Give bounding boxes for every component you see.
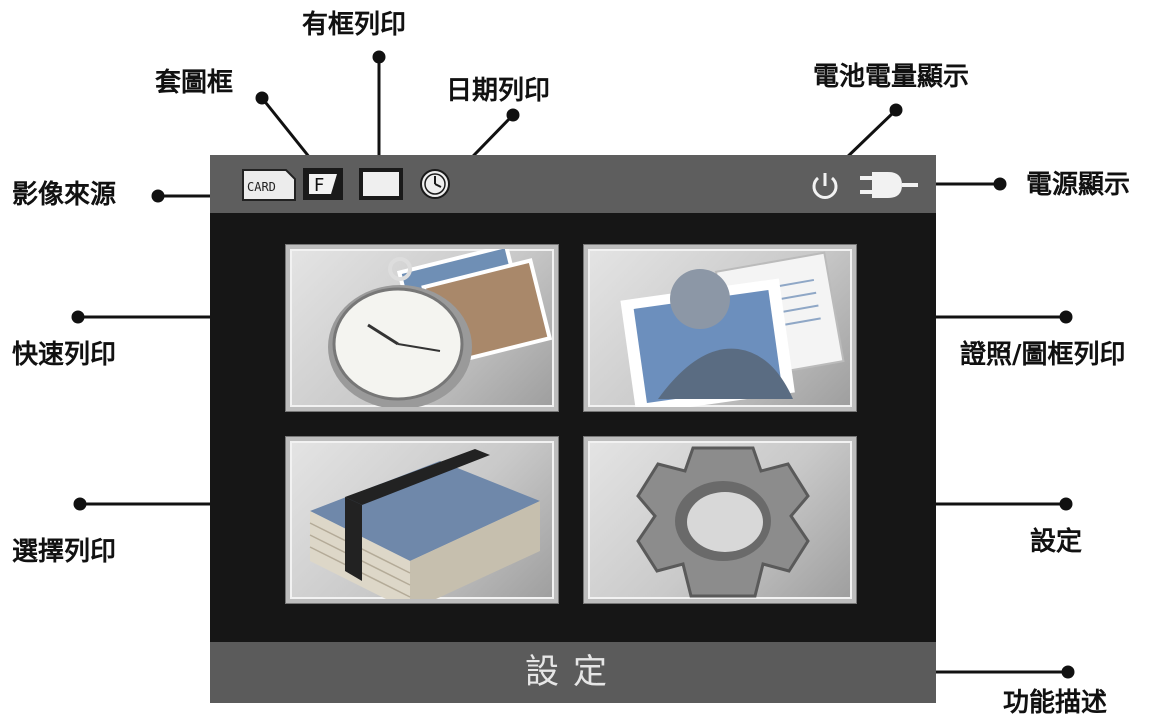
- id-photo-icon: [620, 251, 845, 407]
- select-print-tile[interactable]: [286, 437, 558, 603]
- gear-icon: [636, 446, 810, 598]
- bordered-print-icon: [359, 168, 403, 200]
- quick-print-tile[interactable]: [286, 245, 558, 411]
- label-date-print: 日期列印: [446, 76, 551, 106]
- label-id-frame-print: 證照/圖框列印: [960, 340, 1126, 370]
- function-description-bar: 設定: [210, 642, 936, 703]
- power-plug-icon: [860, 172, 918, 198]
- label-bordered-print: 有框列印: [302, 10, 407, 40]
- label-quick-print: 快速列印: [12, 340, 117, 370]
- label-power-display: 電源顯示: [1026, 170, 1131, 200]
- status-bar: CARD F: [210, 155, 936, 213]
- photo-stack-icon: [309, 449, 540, 599]
- label-settings: 設定: [1030, 527, 1083, 557]
- frame-overlay-icon: F: [303, 168, 343, 200]
- function-description-text: 設定: [525, 652, 621, 692]
- date-clock-icon: [420, 169, 450, 199]
- frame-icon-letter: F: [314, 175, 324, 196]
- label-select-print: 選擇列印: [12, 537, 117, 567]
- settings-tile[interactable]: [584, 437, 856, 603]
- label-battery-display: 電池電量顯示: [813, 62, 970, 92]
- stopwatch-photos-icon: [328, 249, 553, 407]
- device-screen: CARD F: [210, 155, 936, 703]
- power-icon: [812, 173, 838, 199]
- id-photo-tile[interactable]: [584, 245, 856, 411]
- label-image-source: 影像來源: [12, 180, 117, 210]
- card-icon: CARD: [242, 169, 296, 201]
- label-function-desc: 功能描述: [1003, 688, 1108, 718]
- card-icon-text: CARD: [247, 180, 276, 194]
- label-frame-overlay: 套圖框: [155, 68, 234, 98]
